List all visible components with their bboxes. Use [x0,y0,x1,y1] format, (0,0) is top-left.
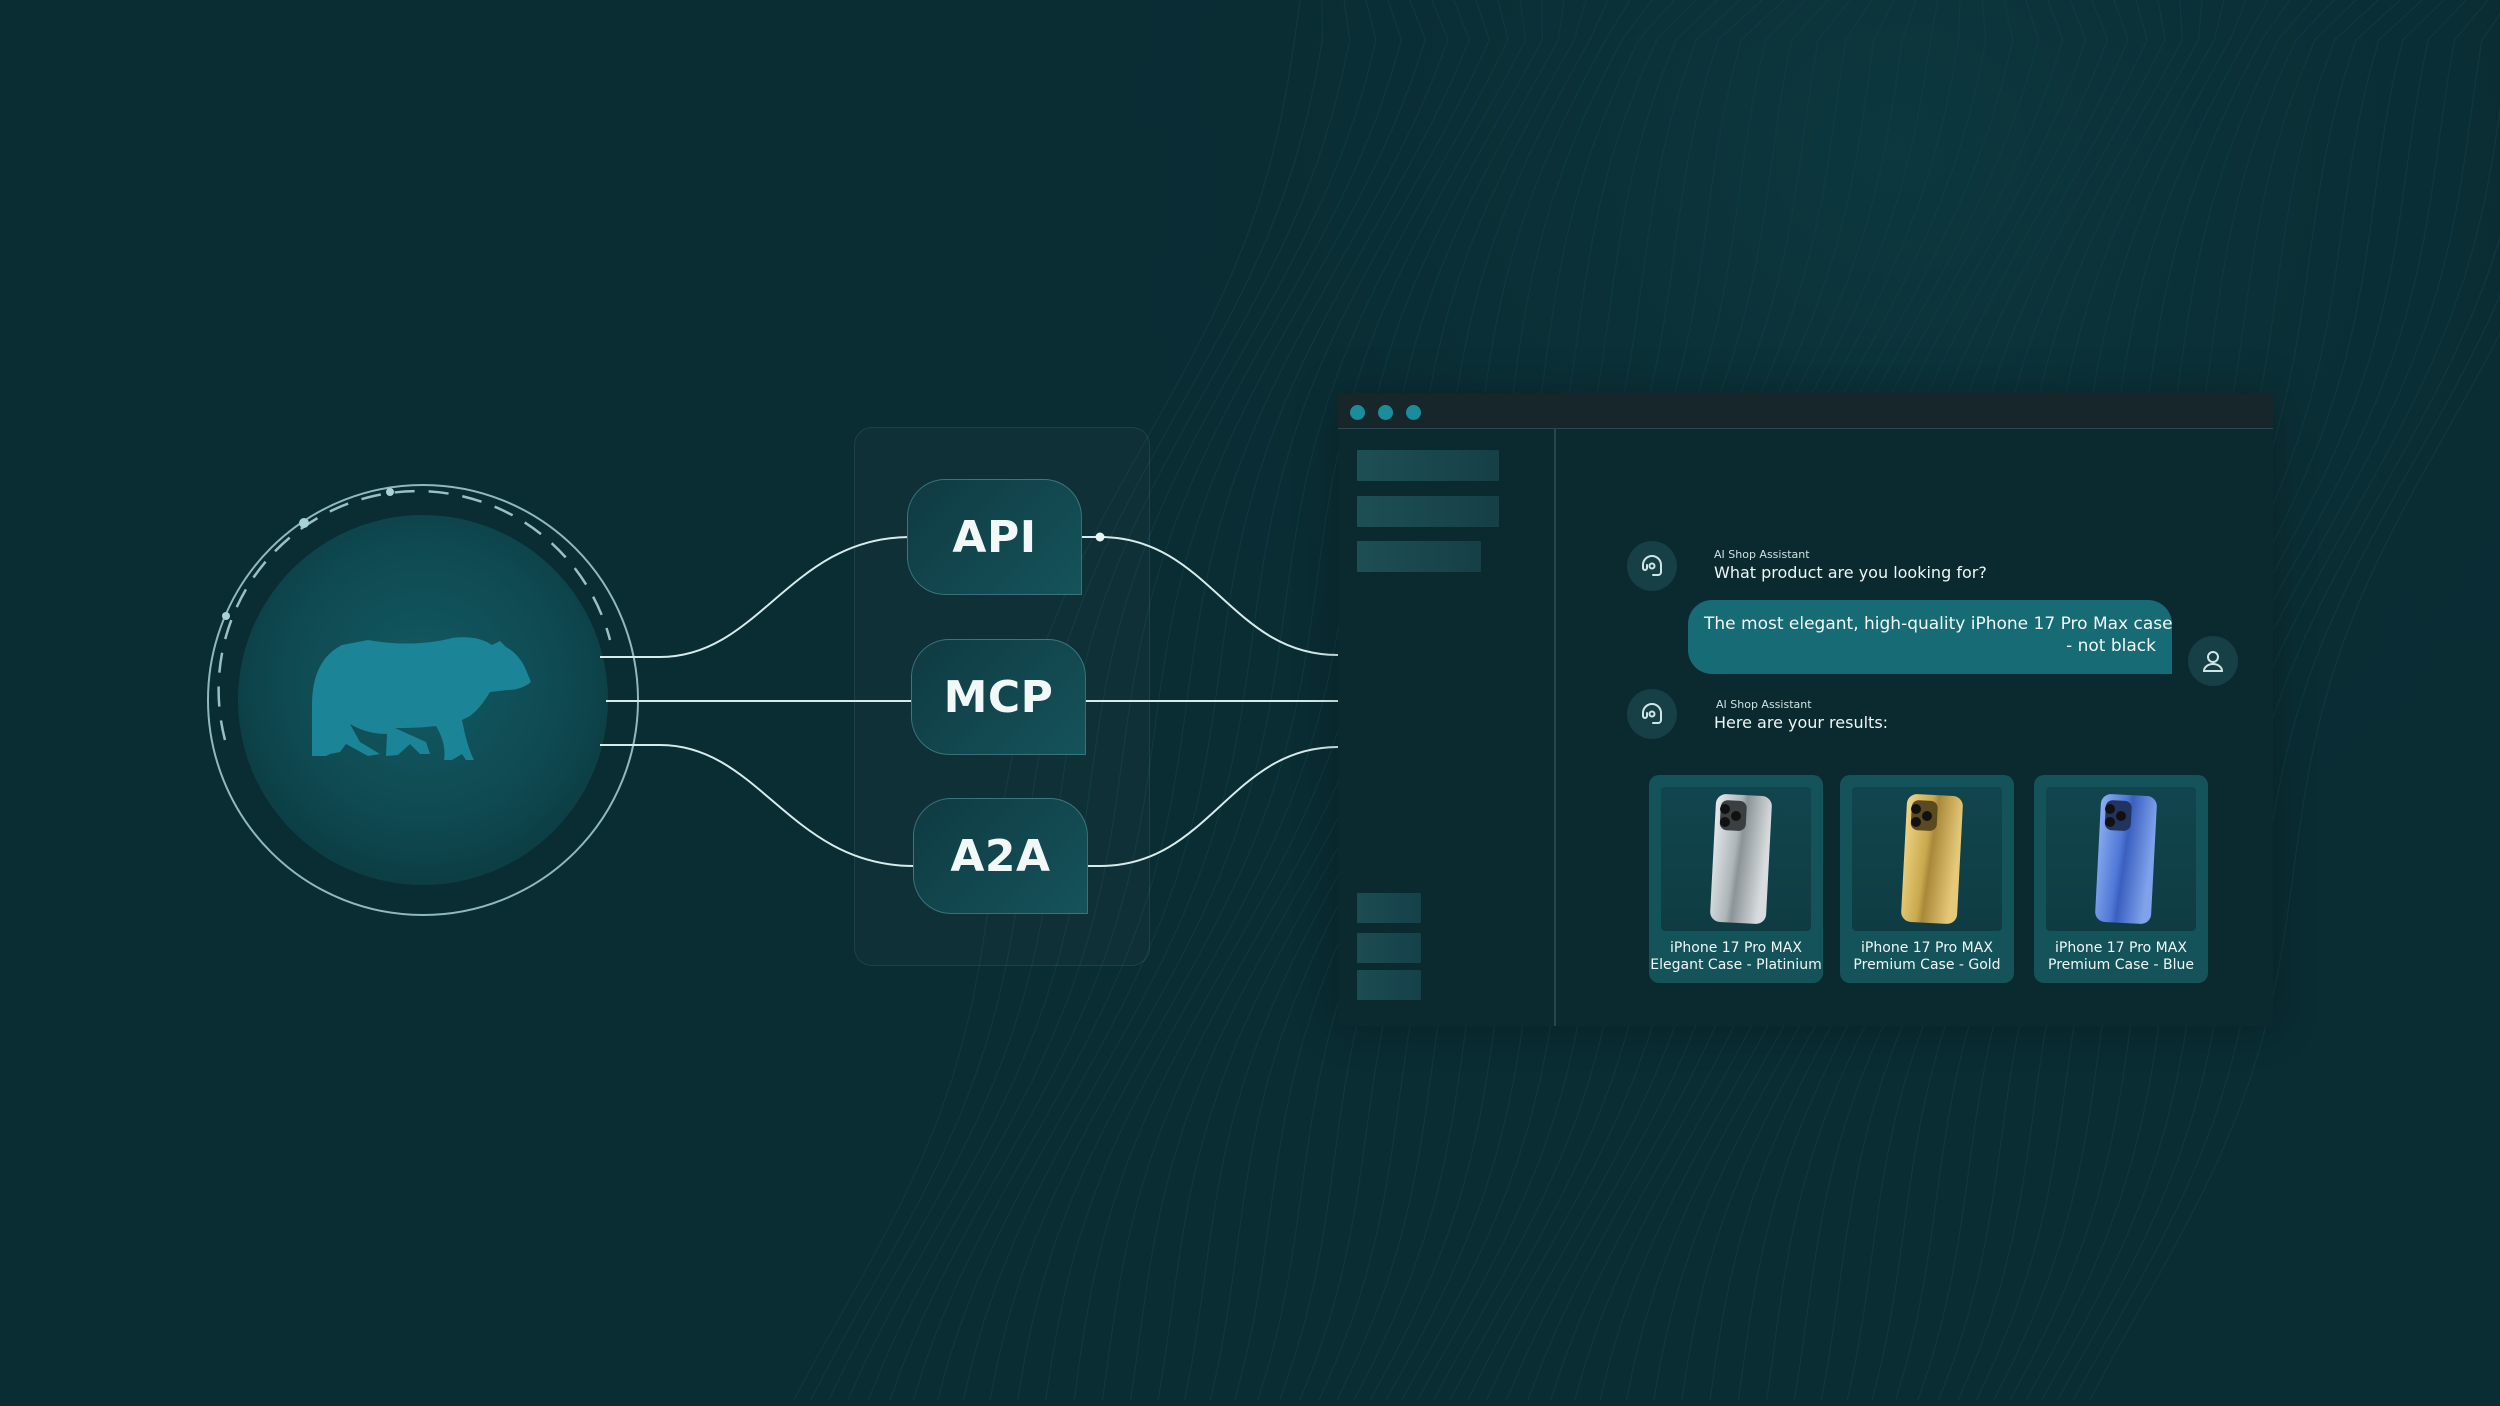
connector-a2a-right [1088,746,1339,867]
arc-dot [299,518,309,528]
phone-case-blue-icon [2095,794,2157,924]
user-message-line: - not black [2066,636,2156,656]
product-name-line: Premium Case - Gold [1853,957,2001,973]
wave-line [2089,332,2500,1401]
protocol-panel [854,427,1150,966]
product-name-line: iPhone 17 Pro MAX [1670,940,1802,956]
product-name-line: iPhone 17 Pro MAX [2055,940,2187,956]
dashed-arc [217,489,612,741]
sidebar-placeholder-item[interactable] [1357,893,1421,923]
headset-icon [1642,555,1662,576]
product-image [2046,787,2196,931]
user-icon [2202,651,2224,672]
sidebar-placeholder-item[interactable] [1357,970,1421,1000]
phone-case-platinum-icon [1710,794,1772,924]
arc-dot [386,488,394,496]
protocol-mcp: MCP [911,639,1086,755]
product-image [1852,787,2002,931]
sidebar-placeholder-item[interactable] [1357,450,1499,481]
protocol-api: API [907,479,1082,595]
connector-a2a-left [600,744,915,867]
window-sidebar [1338,428,1556,1026]
assistant-avatar [1627,689,1677,739]
assistant-name: AI Shop Assistant [1716,698,1812,711]
wave-line [2072,293,2500,1401]
product-image [1661,787,1811,931]
user-message-bubble: The most elegant, high-quality iPhone 17… [1688,600,2173,674]
window-control-dot[interactable] [1406,405,1421,420]
bear-icon [312,637,531,760]
window-titlebar [1338,393,2273,429]
product-name-line: Premium Case - Blue [2048,957,2194,973]
protocol-a2a: A2A [913,798,1088,914]
arc-dot [222,612,230,620]
window-control-dot[interactable] [1350,405,1365,420]
product-card[interactable]: iPhone 17 Pro MAX Premium Case - Gold [1840,775,2014,983]
sidebar-placeholder-item[interactable] [1357,933,1421,963]
sidebar-placeholder-item[interactable] [1357,541,1481,572]
wave-line [2056,235,2500,1401]
product-name: iPhone 17 Pro MAX Premium Case - Blue [2034,940,2208,974]
connector-api-left [600,536,911,658]
connector-api-right [1082,536,1339,656]
user-avatar [2188,636,2238,686]
assistant-greeting: What product are you looking for? [1714,563,1987,582]
phone-case-gold-icon [1901,794,1963,924]
assistant-name: AI Shop Assistant [1714,548,1810,561]
product-name-line: iPhone 17 Pro MAX [1861,940,1993,956]
window-control-dot[interactable] [1378,405,1393,420]
assistant-avatar [1627,541,1677,591]
product-card[interactable]: iPhone 17 Pro MAX Elegant Case - Platini… [1649,775,1823,983]
headset-icon [1642,703,1662,724]
connector-dot [1095,532,1105,542]
user-message-line: The most elegant, high-quality iPhone 17… [1704,614,2173,634]
product-name: iPhone 17 Pro MAX Premium Case - Gold [1840,940,2014,974]
assistant-results-intro: Here are your results: [1714,713,1889,732]
sidebar-placeholder-item[interactable] [1357,496,1499,527]
product-name: iPhone 17 Pro MAX Elegant Case - Platini… [1649,940,1823,974]
product-card[interactable]: iPhone 17 Pro MAX Premium Case - Blue [2034,775,2208,983]
product-name-line: Elegant Case - Platinium [1650,957,1822,973]
